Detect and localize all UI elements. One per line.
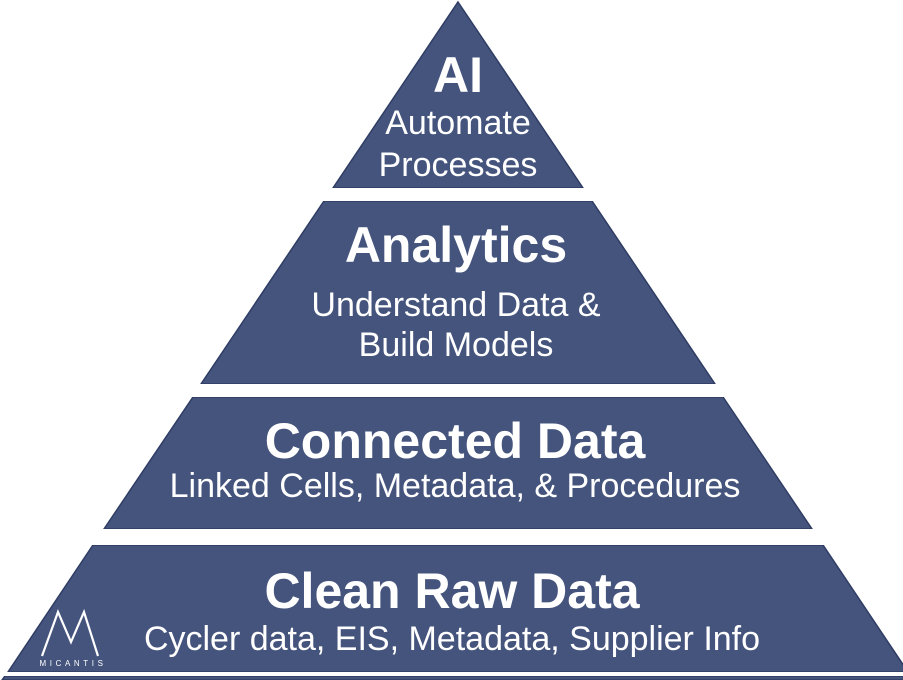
level-connected-data-text: Connected Data Linked Cells, Metadata, &… (170, 413, 741, 505)
level-ai-text: AI Automate Processes (379, 47, 538, 184)
level-ai-subtitle-line1: Automate (385, 104, 531, 142)
level-separator (0, 384, 903, 397)
level-separator (0, 188, 903, 201)
level-clean-raw-data-text: Clean Raw Data Cycler data, EIS, Metadat… (144, 563, 760, 658)
level-connected-data-title: Connected Data (265, 413, 647, 469)
level-separators (0, 188, 903, 676)
level-separator (0, 672, 903, 676)
pyramid-base-sliver (1, 675, 903, 680)
m-mountain-monogram-icon (40, 608, 100, 657)
level-ai-subtitle-line2: Processes (379, 146, 538, 184)
level-clean-raw-data-title: Clean Raw Data (264, 563, 640, 619)
micantis-logo: MICANTIS (39, 608, 106, 668)
level-analytics-text: Analytics Understand Data & Build Models (311, 217, 600, 364)
level-separator (0, 529, 903, 545)
level-analytics-subtitle-line2: Build Models (359, 326, 554, 364)
micantis-wordmark: MICANTIS (39, 659, 106, 668)
level-connected-data-subtitle: Linked Cells, Metadata, & Procedures (170, 467, 741, 505)
level-clean-raw-data-subtitle: Cycler data, EIS, Metadata, Supplier Inf… (144, 620, 760, 658)
level-ai-title: AI (433, 47, 483, 103)
level-analytics-title: Analytics (345, 217, 567, 273)
level-analytics-subtitle-line1: Understand Data & (311, 286, 600, 324)
